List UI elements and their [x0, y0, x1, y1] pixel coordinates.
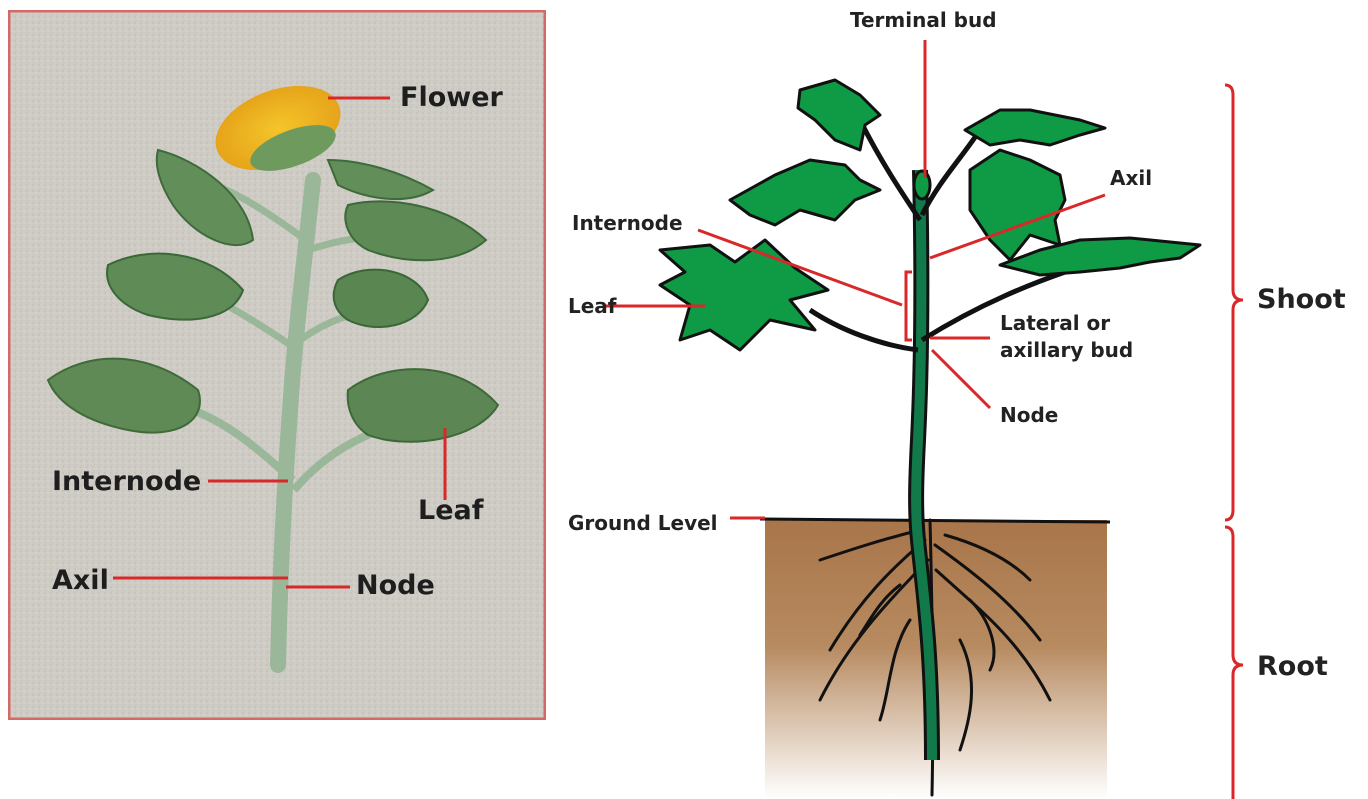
- leaf: [970, 150, 1065, 260]
- label-axil: Axil: [1110, 168, 1152, 188]
- label-terminal-bud: Terminal bud: [850, 10, 997, 30]
- label-internode: Internode: [572, 213, 683, 233]
- label-root: Root: [1257, 653, 1328, 680]
- braces: [1225, 85, 1243, 799]
- leaf: [965, 110, 1105, 145]
- label-leaf: Leaf: [568, 296, 617, 316]
- leaf: [660, 240, 828, 350]
- sunflower-photo-panel: Flower Internode Leaf Axil Node: [8, 10, 546, 720]
- plant-diagram: [560, 0, 1368, 799]
- label-lateral-line2: axillary bud: [1000, 340, 1133, 360]
- label-shoot: Shoot: [1257, 286, 1346, 313]
- leaves: [660, 80, 1200, 350]
- label-ground-level: Ground Level: [568, 513, 718, 533]
- plant-structure-diagram: Terminal bud Axil Internode Leaf Lateral…: [560, 0, 1368, 799]
- root-brace: [1225, 527, 1243, 799]
- label-node: Node: [356, 572, 435, 599]
- label-node: Node: [1000, 405, 1058, 425]
- leaf: [730, 160, 880, 225]
- label-flower: Flower: [400, 84, 503, 111]
- terminal-bud: [914, 171, 930, 199]
- leaf: [1000, 238, 1200, 275]
- label-internode: Internode: [52, 468, 201, 495]
- sunflower-photo: [8, 10, 546, 720]
- label-leaf: Leaf: [418, 497, 483, 524]
- shoot-brace: [1225, 85, 1243, 520]
- label-axil: Axil: [52, 567, 109, 594]
- label-lateral-line1: Lateral or: [1000, 313, 1110, 333]
